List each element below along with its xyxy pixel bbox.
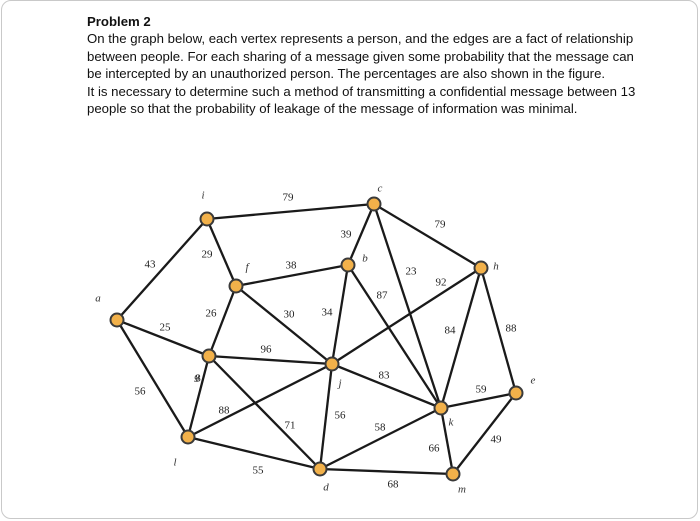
- vertex-g: [201, 348, 217, 364]
- edge-c-b: [346, 203, 376, 266]
- vertex-labels-layer: a i f g l c b j d h k e m: [95, 183, 535, 496]
- problem-paragraph-1: On the graph below, each vertex represen…: [87, 31, 634, 82]
- vertex-d: [312, 461, 328, 477]
- edge-e-m: [452, 392, 517, 475]
- edge-weight-b-j: 34: [322, 307, 334, 319]
- edge-weight-f-b: 38: [286, 260, 298, 272]
- edge-c-h: [373, 203, 482, 269]
- edge-weight-i-c: 79: [283, 192, 295, 204]
- edge-weight-l-j: 88: [219, 405, 231, 417]
- edge-weight-a-g: 25: [160, 322, 172, 334]
- vertex-label-h: h: [493, 261, 499, 273]
- edge-f-j: [235, 285, 333, 365]
- edge-weight-l-d: 55: [253, 465, 265, 477]
- edge-f-b: [235, 263, 349, 288]
- vertex-k: [433, 400, 449, 416]
- edge-j-h: [331, 267, 482, 365]
- vertex-label-k: k: [449, 417, 455, 429]
- edge-d-k: [319, 406, 442, 471]
- edge-b-j: [330, 264, 350, 365]
- vertex-label-i: i: [201, 190, 204, 202]
- edge-weight-b-k: 87: [377, 290, 389, 302]
- edge-h-k: [439, 267, 483, 409]
- edge-weight-a-l: 56: [135, 386, 147, 398]
- vertex-label-c: c: [378, 183, 383, 195]
- edge-weight-e-m: 49: [491, 434, 503, 446]
- problem-title: Problem 2: [87, 14, 151, 29]
- edge-d-m: [319, 467, 454, 476]
- edge-i-c: [206, 202, 375, 221]
- vertex-c: [366, 196, 382, 212]
- edge-weight-g-j: 96: [261, 344, 273, 356]
- vertex-label-m: m: [458, 484, 466, 496]
- edge-weight-d-k: 58: [375, 422, 387, 434]
- edge-weight-f-j: 30: [284, 309, 296, 321]
- edge-weight-i-f: 29: [202, 249, 214, 261]
- edges-layer: [116, 202, 518, 476]
- edge-h-e: [479, 267, 518, 394]
- edge-g-j: [208, 354, 333, 366]
- edge-weight-f-g: 26: [206, 308, 218, 320]
- vertex-m: [445, 466, 461, 482]
- edge-weight-j-h: 92: [436, 277, 447, 289]
- edge-weight-a-i: 43: [145, 259, 157, 271]
- vertex-b: [340, 257, 356, 273]
- edge-weight-k-m: 66: [429, 443, 441, 455]
- edge-i-f: [205, 218, 238, 287]
- edge-a-l: [116, 319, 189, 438]
- edge-a-i: [116, 218, 208, 321]
- vertex-label-f: f: [245, 262, 250, 274]
- edge-c-k: [372, 203, 443, 409]
- vertex-label-b: b: [362, 253, 368, 265]
- vertex-label-g: g: [194, 371, 200, 383]
- edge-f-g: [207, 285, 238, 357]
- edge-g-l: [186, 355, 211, 438]
- vertex-e: [508, 385, 524, 401]
- vertices-layer: [109, 196, 524, 482]
- edge-weight-d-m: 68: [388, 479, 400, 491]
- edge-weight-c-k: 23: [406, 266, 418, 278]
- edge-weight-c-h: 79: [435, 219, 447, 231]
- edge-k-m: [439, 407, 455, 475]
- vertex-label-d: d: [323, 482, 329, 494]
- edge-b-k: [347, 264, 442, 409]
- vertex-f: [228, 278, 244, 294]
- edge-weight-k-e: 59: [476, 384, 488, 396]
- edge-weights-layer: 43 25 56 79 29 38 26 30 39 79 23 34 87 96 8 71 88 55 92 83 5…: [135, 192, 518, 491]
- edge-j-d: [318, 363, 334, 470]
- edge-weight-j-k: 83: [379, 370, 391, 382]
- edge-weight-g-l: 8: [195, 373, 201, 385]
- edge-g-d: [208, 355, 321, 470]
- vertex-label-e: e: [531, 375, 536, 387]
- vertex-label-j: j: [336, 378, 341, 390]
- edge-a-g: [116, 318, 210, 358]
- edge-l-d: [187, 435, 321, 471]
- vertex-label-l: l: [173, 457, 176, 469]
- vertex-label-a: a: [95, 293, 101, 305]
- vertex-i: [199, 211, 215, 227]
- edge-j-k: [331, 362, 442, 410]
- edge-l-j: [187, 362, 333, 439]
- edge-weight-c-b: 39: [341, 229, 353, 241]
- vertex-l: [180, 429, 196, 445]
- problem-text: Problem 2 On the graph below, each verte…: [87, 13, 647, 117]
- edge-weight-j-d: 56: [335, 410, 347, 422]
- edge-k-e: [440, 391, 517, 410]
- edge-weight-h-e: 88: [506, 323, 518, 335]
- vertex-a: [109, 312, 125, 328]
- problem-paragraph-2: It is necessary to determine such a meth…: [87, 83, 636, 117]
- edge-weight-g-d: 71: [285, 420, 296, 432]
- vertex-j: [324, 356, 340, 372]
- vertex-h: [473, 260, 489, 276]
- edge-weight-h-k: 84: [445, 325, 457, 337]
